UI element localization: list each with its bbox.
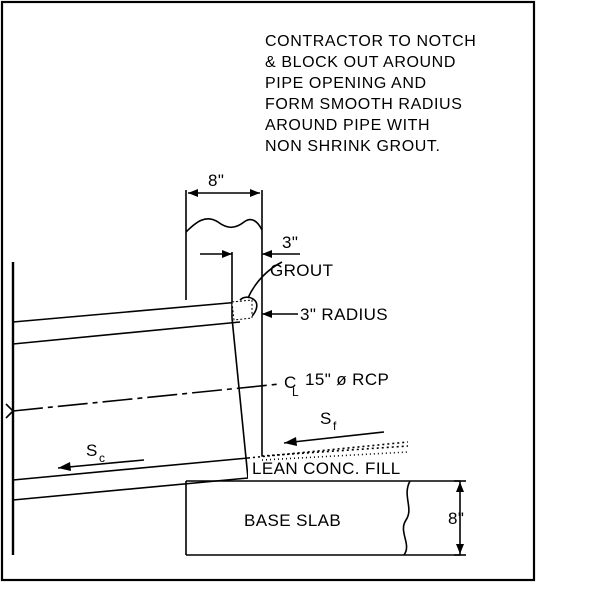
- pipe-bottom-inner: [12, 457, 249, 481]
- note-line-5: AROUND PIPE WITH: [265, 117, 430, 134]
- note-line-3: PIPE OPENING AND: [265, 75, 427, 92]
- pipe-slope-label: S: [86, 441, 98, 460]
- grout-width-label: 3": [282, 233, 298, 252]
- pipe-rcp: [12, 299, 253, 501]
- base-slab-label: BASE SLAB: [244, 511, 341, 530]
- fill-slope-arrow: S f: [283, 409, 385, 446]
- manhole-wall: [185, 190, 263, 458]
- lean-fill-label: LEAN CONC. FILL: [252, 459, 401, 478]
- centerline-symbol-sub: L: [292, 385, 299, 399]
- radius-callout: 3" RADIUS: [239, 296, 388, 324]
- fill-slope-label: S: [320, 409, 332, 428]
- pipe-top-outer: [12, 301, 241, 323]
- wall-width-dimension: 8": [188, 171, 260, 197]
- centerline-symbol: C: [284, 373, 297, 392]
- drawing-border: [0, 0, 536, 582]
- note-line-4: FORM SMOOTH RADIUS: [265, 96, 462, 113]
- pipe-label: 15" ø RCP: [305, 370, 389, 389]
- base-slab: BASE SLAB: [185, 480, 460, 556]
- grout-dimension: 3" GROUT: [200, 233, 333, 318]
- pipe-top-inner: [12, 321, 241, 345]
- note-line-1: CONTRACTOR TO NOTCH: [265, 33, 476, 50]
- radius-label: 3" RADIUS: [300, 305, 388, 324]
- contractor-note: CONTRACTOR TO NOTCH & BLOCK OUT AROUND P…: [265, 33, 476, 155]
- wall-break-line: [185, 217, 263, 233]
- pipe-slope-sub: c: [99, 451, 105, 465]
- pipe-centerline: C L 15" ø RCP: [5, 370, 389, 419]
- slab-thickness-dimension: 8": [448, 480, 466, 556]
- grout-pocket: [231, 299, 253, 321]
- fill-slope-sub: f: [333, 419, 337, 433]
- grout-radius-arc: [239, 296, 258, 317]
- slab-thickness-label: 8": [448, 509, 464, 528]
- grout-label: GROUT: [270, 261, 333, 280]
- note-line-6: NON SHRINK GROUT.: [265, 138, 441, 155]
- wall-width-label: 8": [208, 171, 224, 190]
- note-line-2: & BLOCK OUT AROUND: [265, 54, 456, 71]
- pipe-slope-arrow: S c: [57, 441, 145, 471]
- lean-concrete-fill: LEAN CONC. FILL: [247, 441, 409, 478]
- slab-break-line: [402, 480, 411, 556]
- pipe-end: [231, 317, 249, 479]
